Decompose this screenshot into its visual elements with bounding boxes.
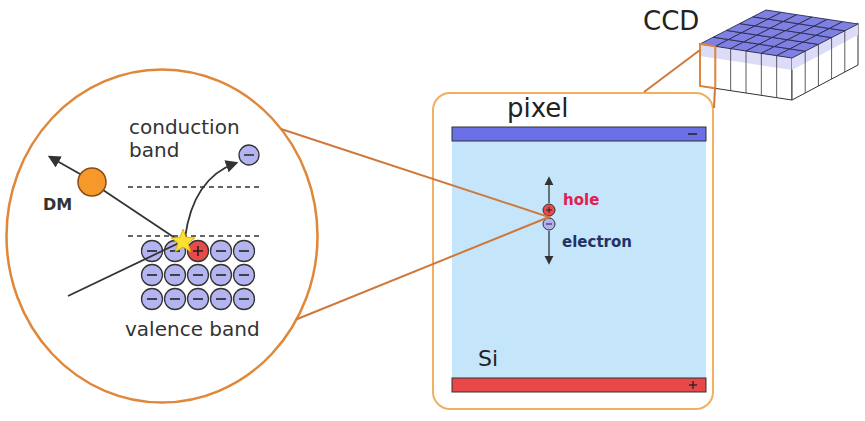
cell-divider xyxy=(730,49,731,91)
cell-divider xyxy=(746,51,747,93)
cell-divider xyxy=(818,44,819,86)
electron-dot xyxy=(543,218,555,230)
electron-track xyxy=(185,163,236,238)
particle-label: DM xyxy=(43,196,72,214)
plus-sign xyxy=(692,381,693,389)
dm-arrow xyxy=(50,157,80,174)
carrier-label: hole xyxy=(563,192,599,209)
device-label: CCD xyxy=(643,7,699,37)
free-electron xyxy=(239,145,259,165)
minus-sign xyxy=(216,250,226,252)
minus-sign xyxy=(688,133,697,135)
magnifier-circle: conduction band valence band DM xyxy=(5,68,319,404)
ccd-cell xyxy=(829,22,858,31)
electron-dot xyxy=(142,265,163,286)
electron-dot xyxy=(142,289,163,310)
selected-pixel xyxy=(700,44,715,88)
zoom-line xyxy=(281,129,549,319)
minus-sign xyxy=(244,154,254,156)
electron-arrow xyxy=(548,231,549,263)
cell-divider xyxy=(805,51,806,93)
cell-divider xyxy=(844,30,845,72)
interaction-star xyxy=(171,229,195,252)
chip-front xyxy=(700,44,792,100)
electron-dot xyxy=(211,289,232,310)
band-label: conduction band xyxy=(129,116,241,162)
electron-dot xyxy=(234,289,255,310)
negative-electrode xyxy=(452,127,706,141)
electron-dot xyxy=(211,241,232,262)
electron-dot xyxy=(165,265,186,286)
minus-sign xyxy=(147,274,157,276)
zoom-line xyxy=(644,50,715,108)
cell-divider xyxy=(831,37,832,79)
hole-dot xyxy=(543,204,555,216)
pixel-panel: pixel hole electronSi xyxy=(432,92,714,410)
minus-sign xyxy=(170,274,180,276)
minus-sign xyxy=(216,274,226,276)
band-edge xyxy=(128,235,262,237)
electron-dot xyxy=(188,289,209,310)
positive-electrode xyxy=(452,378,706,392)
minus-sign xyxy=(170,298,180,300)
minus-sign xyxy=(239,250,249,252)
ccd-chip xyxy=(700,10,858,100)
dm-track xyxy=(103,190,181,242)
plus-sign xyxy=(549,207,550,213)
electron-dot xyxy=(211,265,232,286)
minus-sign xyxy=(147,250,157,252)
magnifier-outline xyxy=(7,70,318,403)
minus-sign xyxy=(239,298,249,300)
panel-title: pixel xyxy=(507,94,569,124)
silicon-bulk xyxy=(452,141,706,379)
minus-sign xyxy=(546,224,552,225)
cell-divider xyxy=(776,56,777,98)
electron-dot xyxy=(165,289,186,310)
electron-dot xyxy=(188,265,209,286)
valence-lattice xyxy=(142,241,255,310)
minus-sign xyxy=(239,274,249,276)
carrier-label: electron xyxy=(562,234,632,251)
dm-track xyxy=(68,242,181,296)
dm-particle xyxy=(78,168,106,196)
electron-dot xyxy=(142,241,163,262)
electron-dot xyxy=(234,265,255,286)
cell-divider xyxy=(761,53,762,95)
minus-sign xyxy=(193,274,203,276)
hole-arrow xyxy=(548,178,549,203)
minus-sign xyxy=(216,298,226,300)
band-edge xyxy=(128,186,262,188)
plus-sign xyxy=(197,246,199,256)
ccd-sensor: CCD xyxy=(640,2,862,108)
electron-dot xyxy=(234,241,255,262)
material-label: Si xyxy=(478,346,498,371)
minus-sign xyxy=(193,298,203,300)
minus-sign xyxy=(147,298,157,300)
band-label: valence band xyxy=(125,318,260,341)
